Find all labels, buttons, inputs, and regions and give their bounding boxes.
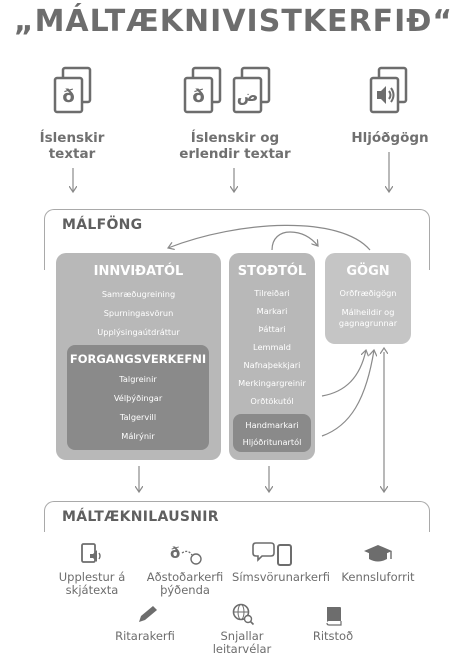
stodtol-item: Tilreiðari — [254, 288, 290, 298]
innvidatol-item: Upplýsingaútdráttur — [97, 327, 180, 337]
stodtol-item: Þáttari — [258, 324, 286, 334]
stodtol-highlight-item: Hljóðritunartól — [242, 437, 302, 447]
source-icon-multilingual: ð ض — [182, 66, 272, 116]
text-to-speech-icon — [81, 543, 101, 563]
stodtol-item: Merkingargreinir — [238, 378, 306, 388]
pencil-icon — [139, 606, 157, 622]
source-label-multilingual: Íslenskir og erlendir textar — [179, 130, 291, 162]
source-icon-icelandic: ð — [52, 66, 92, 116]
diagram-title: „MÁLTÆKNIVISTKERFIÐ“ — [13, 4, 454, 39]
gogn-item: Málheildir og gagnagrunnar — [338, 307, 398, 328]
icelandic-text-document-icon: ð — [53, 66, 92, 114]
solution-writing-aid: Ritstoð — [283, 604, 383, 643]
maltaeknilausnir-heading: MÁLTÆKNILAUSNIR — [58, 509, 223, 525]
malfong-heading: MÁLFÖNG — [58, 217, 147, 233]
audio-document-icon — [369, 66, 408, 114]
phone-chat-icon — [252, 542, 292, 566]
graduation-cap-icon — [364, 545, 392, 562]
search-globe-icon — [232, 603, 255, 626]
source-label-audio: Hljóðgögn — [351, 130, 429, 146]
solution-search: Snjallar leitarvélar — [192, 602, 292, 656]
arrow-gogn-to-innvidatol — [168, 224, 371, 251]
book-icon — [326, 607, 342, 626]
gogn-box: GÖGN Orðfræðigögn Málheildir og gagnagru… — [325, 253, 411, 344]
multilingual-text-documents-icon: ð ض — [183, 66, 271, 114]
forgangsverkefni-item: Talgervill — [119, 412, 157, 422]
forgangsverkefni-box: FORGANGSVERKEFNI Talgreinir Vélþýðingar … — [67, 345, 209, 450]
solution-text-to-speech: Upplestur á skjátexta — [46, 541, 138, 597]
source-label-icelandic: Íslenskir textar — [39, 130, 105, 162]
innvidatol-item: Spurningasvörun — [103, 308, 174, 318]
innvidatol-item: Samræðugreining — [101, 289, 176, 299]
stodtol-item: Orðtökutól — [250, 396, 294, 406]
stodtol-item: Nafnaþekkjari — [243, 360, 301, 370]
stodtol-item: Markari — [256, 306, 288, 316]
innvidatol-title: INNVIÐATÓL — [93, 264, 184, 279]
stodtol-highlight-box: Handmarkari Hljóðritunartól — [233, 414, 311, 452]
gogn-item: Orðfræðigögn — [339, 288, 397, 298]
arrow-stodtol-to-gogn-lower — [321, 350, 366, 397]
forgangsverkefni-title: FORGANGSVERKEFNI — [69, 352, 207, 366]
stodtol-title: STOÐTÓL — [237, 264, 307, 279]
forgangsverkefni-item: Vélþýðingar — [113, 393, 163, 403]
solution-writing: Ritarakerfi — [95, 604, 195, 643]
arrow-highlight-to-gogn — [321, 350, 374, 437]
solution-graduation: Kennsluforrit — [328, 541, 428, 584]
svg-text:ð: ð — [192, 86, 204, 107]
translator-assist-icon: ð — [170, 544, 202, 565]
stodtol-highlight-item: Handmarkari — [245, 420, 299, 430]
stodtol-item: Lemmald — [253, 342, 291, 352]
source-glyph: ð — [62, 86, 74, 107]
source-icon-audio — [368, 66, 410, 116]
malfong-frame — [44, 209, 430, 270]
forgangsverkefni-item: Málrýnir — [121, 431, 155, 441]
svg-text:ð: ð — [170, 544, 180, 562]
solution-translator-assist: ð Aðstoðarkerfi þýðenda — [130, 541, 240, 597]
gogn-title: GÖGN — [346, 264, 390, 279]
maltaeknilausnir-frame — [44, 501, 430, 532]
solution-phone-chat: Símsvörunarkerfi — [226, 539, 336, 584]
svg-text:ض: ض — [237, 86, 259, 105]
arrow-stodtol-to-gogn — [271, 231, 318, 251]
forgangsverkefni-item: Talgreinir — [119, 374, 157, 384]
